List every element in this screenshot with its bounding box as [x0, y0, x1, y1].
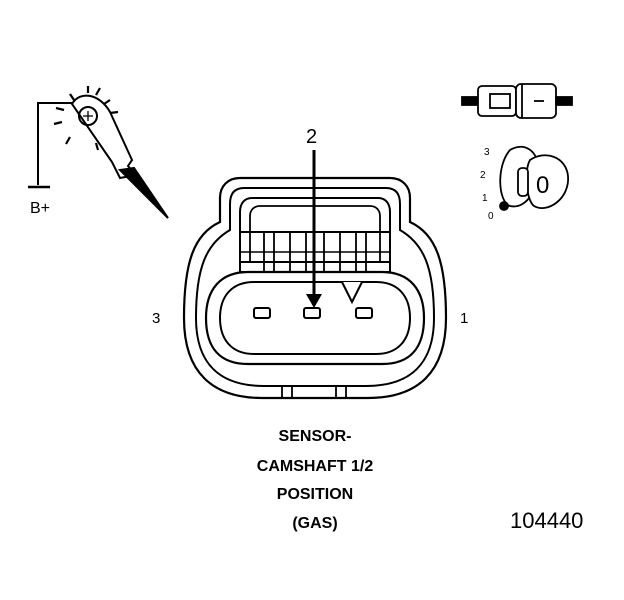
probe-label: B+	[30, 200, 51, 217]
pin-label-3: 3	[152, 310, 161, 327]
caption-line-4: (GAS)	[292, 515, 338, 532]
pin-label-2: 2	[306, 126, 318, 148]
pin-label-1: 1	[460, 310, 469, 327]
lock-current-position: 0	[536, 172, 550, 199]
lock-position-0: 0	[488, 211, 494, 222]
caption-line-1: SENSOR-	[278, 428, 352, 445]
terminal-lock-icon	[461, 83, 573, 211]
figure-number: 104440	[510, 508, 584, 533]
pin-2-pointer-arrow	[306, 150, 322, 308]
test-probe-icon	[28, 86, 169, 219]
lock-position-2: 2	[480, 170, 486, 181]
caption-line-2: CAMSHAFT 1/2	[256, 458, 374, 475]
lock-position-1: 1	[482, 193, 488, 204]
lock-position-3: 3	[484, 147, 490, 158]
caption-line-3: POSITION	[276, 486, 354, 503]
connector-face	[182, 176, 448, 400]
